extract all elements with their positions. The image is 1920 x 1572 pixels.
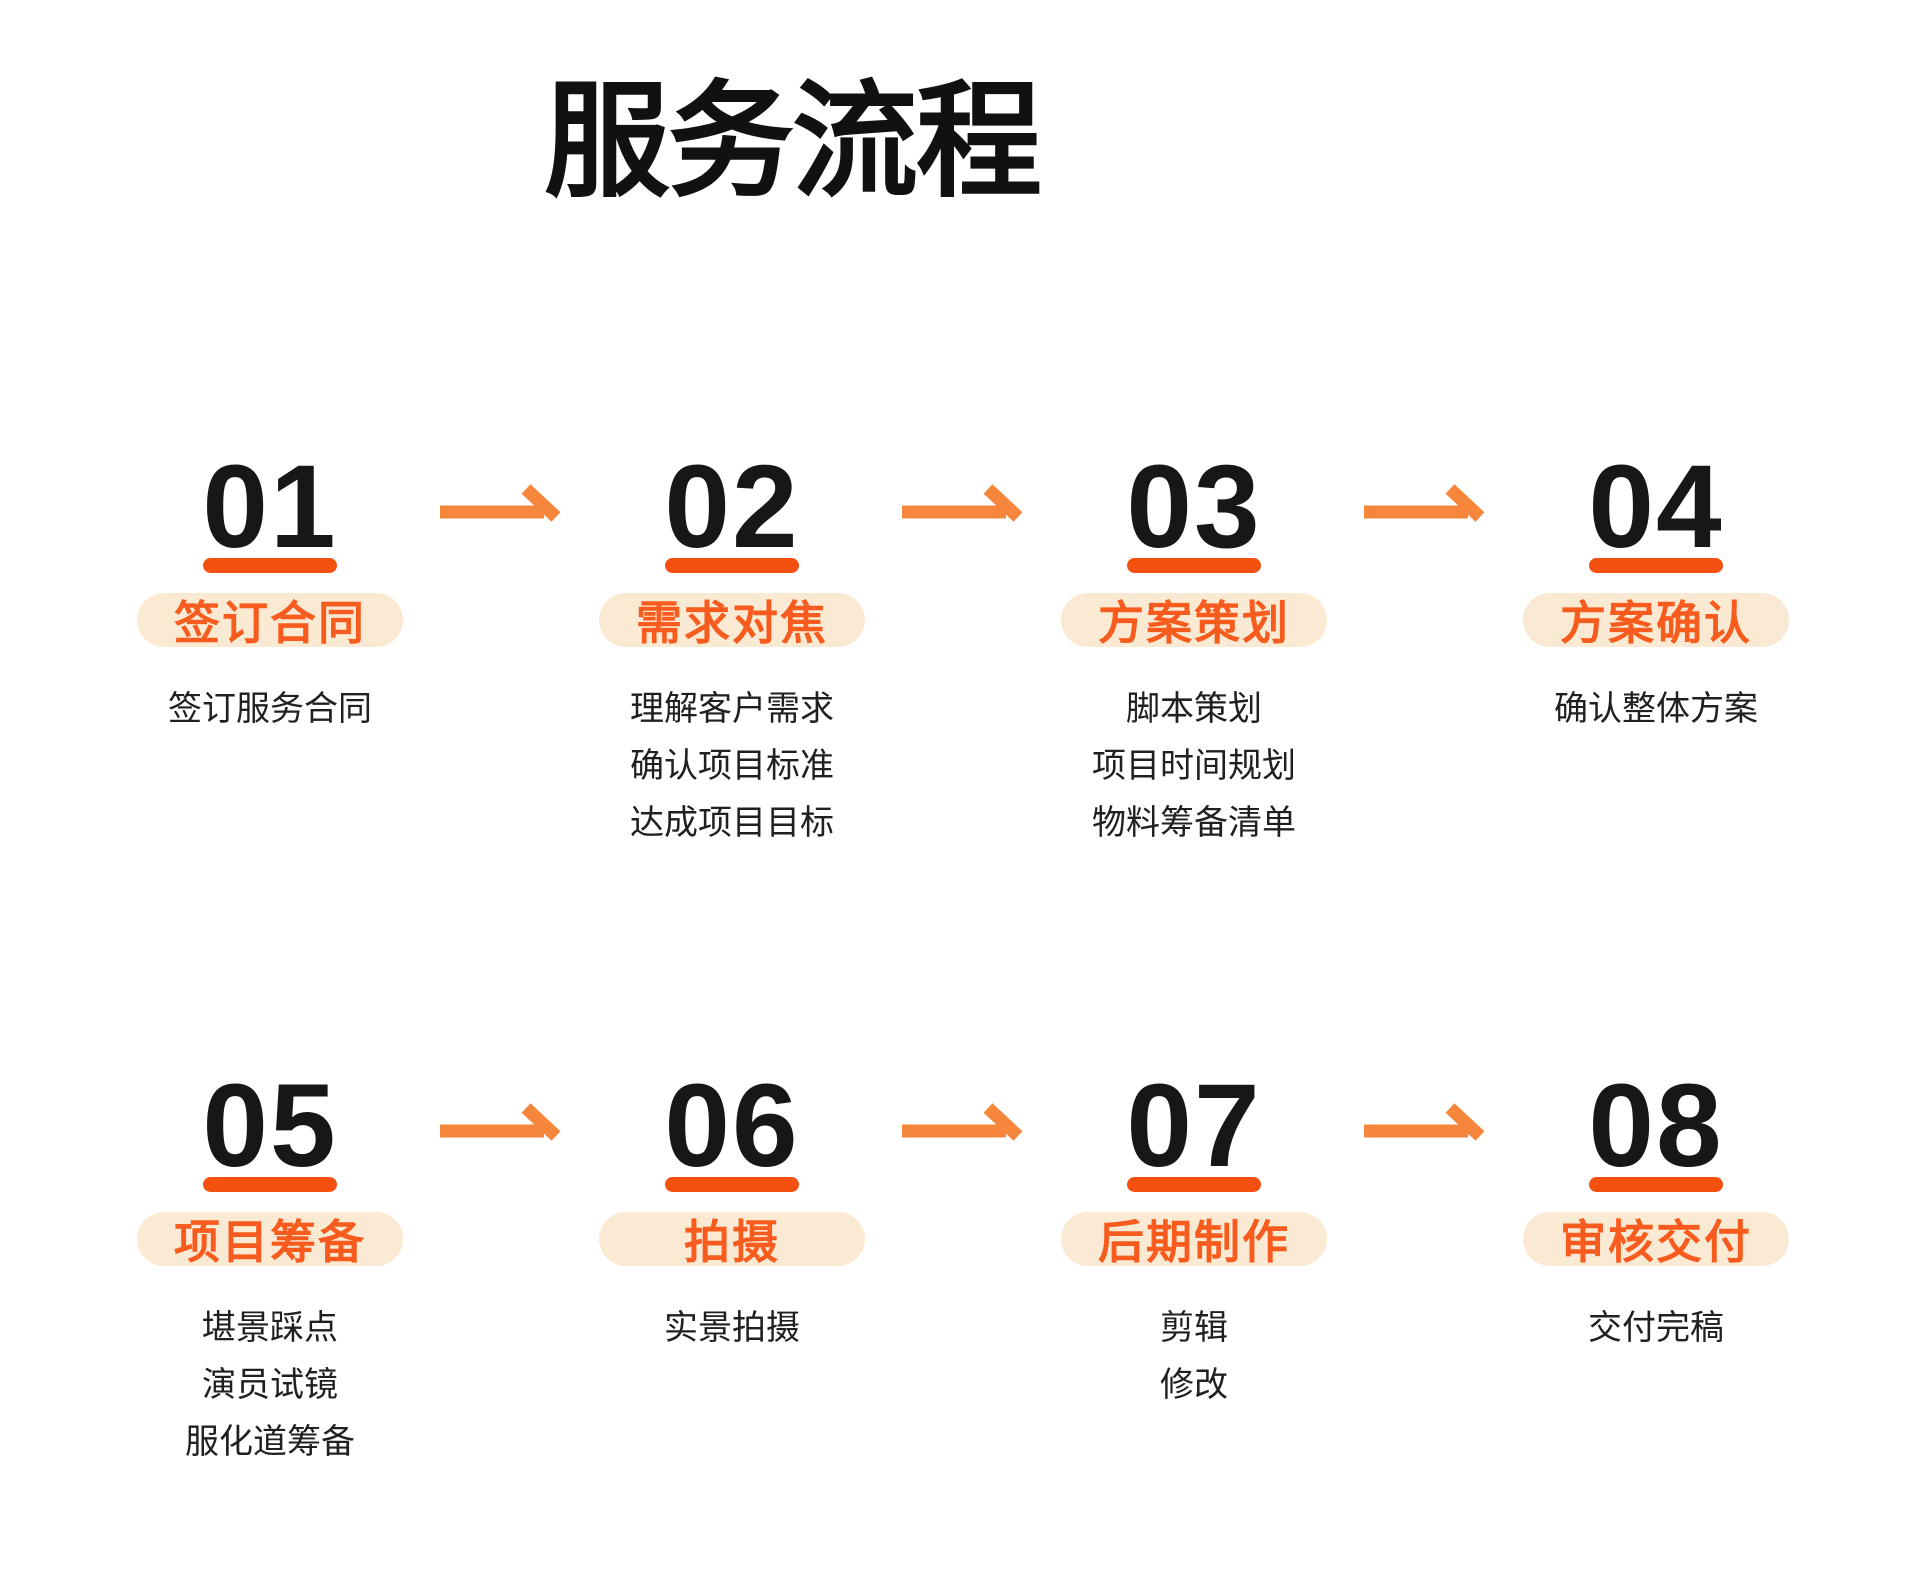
step-detail: 理解客户需求 (630, 690, 834, 728)
step-number: 07 (1126, 1060, 1262, 1192)
step-number: 06 (664, 1060, 800, 1192)
step-title-pill: 签订合同 (137, 593, 403, 649)
step-number: 01 (202, 441, 338, 573)
step-title-pill: 拍摄 (599, 1212, 865, 1268)
step-detail: 服化道筹备 (185, 1423, 355, 1461)
step-title-pill: 后期制作 (1061, 1212, 1327, 1268)
step-number-underline (1126, 1177, 1261, 1192)
step-07: 07 后期制作 剪辑 修改 (1024, 1067, 1364, 1414)
arrow-right-icon (1364, 484, 1485, 522)
step-02: 02 需求对焦 理解客户需求 确认项目标准 达成项目目标 (562, 448, 902, 852)
arrow-right-icon (902, 1103, 1023, 1141)
arrow-right-icon (440, 484, 561, 522)
step-number-block: 05 (202, 1067, 337, 1192)
step-number: 02 (664, 441, 800, 573)
step-details: 剪辑 修改 (1160, 1300, 1228, 1414)
step-detail: 演员试镜 (202, 1366, 338, 1404)
flow-arrow-cell (440, 484, 562, 530)
step-detail: 脚本策划 (1126, 690, 1262, 728)
step-number-block: 01 (202, 448, 337, 573)
step-08: 08 审核交付 交付完稿 (1486, 1067, 1826, 1357)
step-title: 方案确认 (1560, 597, 1752, 649)
step-detail: 堪景踩点 (202, 1309, 338, 1347)
step-number: 05 (202, 1060, 338, 1192)
step-detail: 达成项目目标 (630, 804, 834, 842)
step-number-block: 04 (1588, 448, 1723, 573)
process-row-1: 01 签订合同 签订服务合同 02 需求对焦 理解客户需求 确认项目标准 达成项… (100, 448, 1820, 852)
arrow-right-icon (440, 1103, 561, 1141)
step-detail: 交付完稿 (1588, 1309, 1724, 1347)
step-title: 后期制作 (1098, 1216, 1290, 1268)
step-01: 01 签订合同 签订服务合同 (100, 448, 440, 738)
flow-arrow-cell (902, 484, 1024, 530)
step-detail: 签订服务合同 (168, 690, 372, 728)
step-title-pill: 方案确认 (1523, 593, 1789, 649)
step-detail: 确认项目标准 (630, 747, 834, 785)
step-detail: 确认整体方案 (1554, 690, 1758, 728)
step-number-underline (664, 558, 799, 573)
flow-arrow-cell (440, 1103, 562, 1149)
step-detail: 实景拍摄 (664, 1309, 800, 1347)
step-number-block: 02 (664, 448, 799, 573)
step-number: 03 (1126, 441, 1262, 573)
arrow-right-icon (1364, 1103, 1485, 1141)
step-detail: 项目时间规划 (1092, 747, 1296, 785)
step-detail: 剪辑 (1160, 1309, 1228, 1347)
step-details: 签订服务合同 (168, 681, 372, 738)
step-number-underline (202, 1177, 337, 1192)
step-05: 05 项目筹备 堪景踩点 演员试镜 服化道筹备 (100, 1067, 440, 1471)
step-title-pill: 审核交付 (1523, 1212, 1789, 1268)
flow-arrow-cell (902, 1103, 1024, 1149)
step-details: 理解客户需求 确认项目标准 达成项目目标 (630, 681, 834, 852)
step-number-underline (664, 1177, 799, 1192)
step-title: 方案策划 (1098, 597, 1290, 649)
flow-arrow-cell (1364, 484, 1486, 530)
step-title: 审核交付 (1560, 1216, 1752, 1268)
step-number: 08 (1588, 1060, 1724, 1192)
step-number-underline (1588, 1177, 1723, 1192)
step-title-pill: 方案策划 (1061, 593, 1327, 649)
step-04: 04 方案确认 确认整体方案 (1486, 448, 1826, 738)
step-title-pill: 需求对焦 (599, 593, 865, 649)
step-number-underline (202, 558, 337, 573)
step-details: 交付完稿 (1588, 1300, 1724, 1357)
step-number: 04 (1588, 441, 1724, 573)
step-number-block: 07 (1126, 1067, 1261, 1192)
step-title: 拍摄 (684, 1216, 780, 1268)
step-number-block: 03 (1126, 448, 1261, 573)
step-detail: 修改 (1160, 1366, 1228, 1404)
step-06: 06 拍摄 实景拍摄 (562, 1067, 902, 1357)
step-details: 确认整体方案 (1554, 681, 1758, 738)
page-title: 服务流程 (544, 74, 1042, 213)
step-number-underline (1126, 558, 1261, 573)
step-details: 脚本策划 项目时间规划 物料筹备清单 (1092, 681, 1296, 852)
step-title: 项目筹备 (174, 1216, 366, 1268)
process-row-2: 05 项目筹备 堪景踩点 演员试镜 服化道筹备 06 拍摄 实景拍摄 (100, 1067, 1820, 1471)
step-title-pill: 项目筹备 (137, 1212, 403, 1268)
step-details: 实景拍摄 (664, 1300, 800, 1357)
step-number-underline (1588, 558, 1723, 573)
arrow-right-icon (902, 484, 1023, 522)
step-title: 需求对焦 (636, 597, 828, 649)
flow-arrow-cell (1364, 1103, 1486, 1149)
step-detail: 物料筹备清单 (1092, 804, 1296, 842)
step-title: 签订合同 (174, 597, 366, 649)
step-03: 03 方案策划 脚本策划 项目时间规划 物料筹备清单 (1024, 448, 1364, 852)
step-details: 堪景踩点 演员试镜 服化道筹备 (185, 1300, 355, 1471)
step-number-block: 06 (664, 1067, 799, 1192)
step-number-block: 08 (1588, 1067, 1723, 1192)
